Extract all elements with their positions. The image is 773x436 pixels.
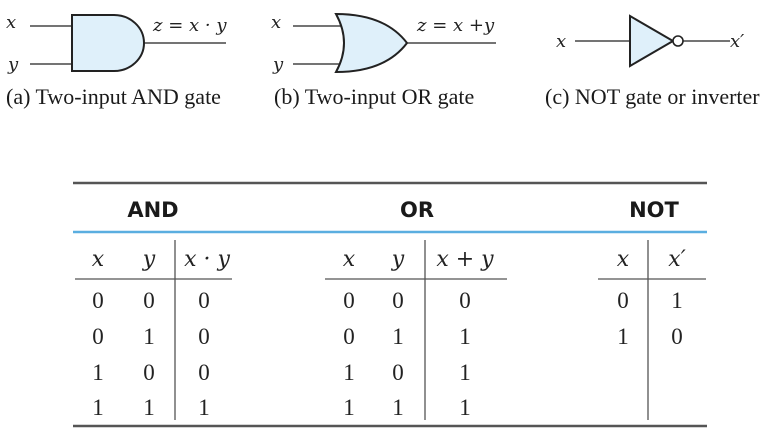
and-input-y-label: y — [7, 54, 19, 75]
inverter-bubble — [672, 35, 684, 47]
and-cell: 1 — [143, 324, 155, 349]
or-gate-body — [334, 12, 409, 74]
or-cell: 1 — [343, 395, 355, 420]
and-cell: 1 — [143, 395, 155, 420]
or-cell: 0 — [392, 360, 404, 385]
not-output-label: x′ — [730, 31, 744, 52]
or-col-y: y — [391, 247, 405, 272]
and-cell: 0 — [143, 360, 155, 385]
and-cell: 0 — [92, 324, 104, 349]
not-col-x: x — [617, 247, 630, 272]
and-cell: 0 — [198, 324, 210, 349]
and-cell: 1 — [198, 395, 210, 420]
or-cell: 1 — [392, 395, 404, 420]
or-output-label: z = x +y — [416, 15, 495, 36]
not-cell: 0 — [671, 324, 683, 349]
not-gate-caption: (c) NOT gate or inverter — [545, 84, 760, 109]
not-gate-body — [629, 14, 675, 68]
or-cell: 1 — [343, 360, 355, 385]
or-gate: x y z = x +y — [271, 12, 496, 75]
and-cell: 0 — [198, 288, 210, 313]
or-cell: 1 — [459, 395, 471, 420]
and-gate-caption: (a) Two-input AND gate — [6, 84, 221, 109]
truth-tables: AND OR NOT x y x · y x y x + y x x′ 0 0 … — [73, 181, 707, 428]
not-col-xprime: x′ — [668, 247, 685, 272]
or-cell: 1 — [459, 360, 471, 385]
or-cell: 0 — [392, 288, 404, 313]
and-gate: x y z = x · y — [6, 12, 227, 75]
not-cell: 0 — [617, 288, 629, 313]
or-input-y-label: y — [272, 54, 284, 75]
or-table-title: OR — [400, 198, 434, 222]
not-cell: 1 — [617, 324, 629, 349]
or-cell: 0 — [343, 324, 355, 349]
and-col-x: x — [92, 247, 105, 272]
or-gate-caption: (b) Two-input OR gate — [274, 84, 475, 109]
and-cell: 0 — [92, 288, 104, 313]
or-col-x: x — [343, 247, 356, 272]
and-cell: 1 — [92, 395, 104, 420]
or-col-xplusy: x + y — [436, 247, 494, 272]
not-cell: 1 — [671, 288, 683, 313]
and-cell: 1 — [92, 360, 104, 385]
and-cell: 0 — [198, 360, 210, 385]
and-table-title: AND — [127, 198, 178, 222]
not-table-title: NOT — [629, 198, 679, 222]
and-col-y: y — [142, 247, 156, 272]
or-cell: 0 — [343, 288, 355, 313]
or-cell: 0 — [459, 288, 471, 313]
not-gate: x x′ — [556, 14, 744, 68]
and-output-label: z = x · y — [152, 15, 227, 36]
not-input-label: x — [556, 31, 566, 52]
and-cell: 0 — [143, 288, 155, 313]
or-cell: 1 — [459, 324, 471, 349]
and-col-xy: x · y — [184, 247, 230, 272]
or-cell: 1 — [392, 324, 404, 349]
and-input-x-label: x — [6, 12, 16, 33]
or-input-x-label: x — [271, 12, 281, 33]
and-gate-body — [71, 14, 145, 72]
